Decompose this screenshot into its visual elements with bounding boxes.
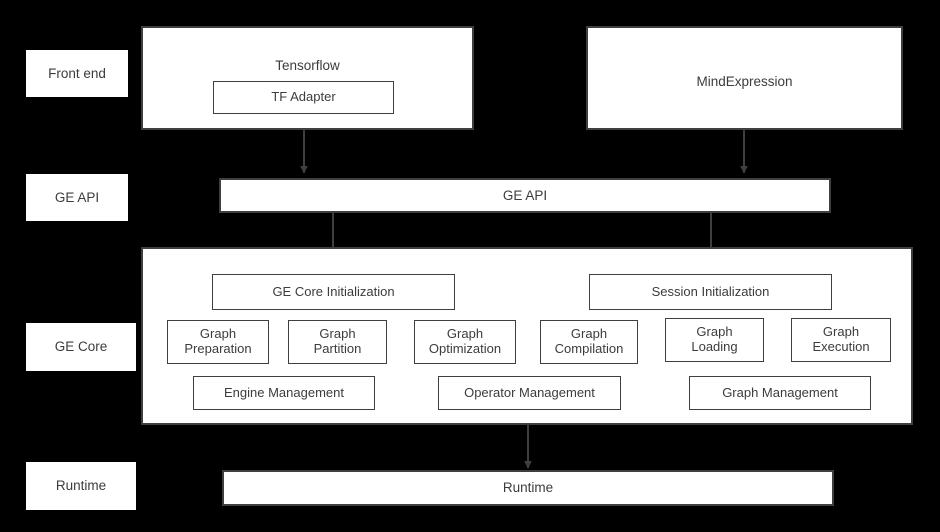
graph-preparation-box[interactable]: Graph Preparation [167,320,269,364]
session-initialization-box[interactable]: Session Initialization [589,274,832,310]
rail-label-ge-core: GE Core [26,323,136,371]
engine-management-box[interactable]: Engine Management [193,376,375,410]
runtime-bar[interactable]: Runtime [222,470,834,506]
graph-loading-box[interactable]: Graph Loading [665,318,764,362]
ge-api-bar[interactable]: GE API [219,178,831,213]
operator-management-box[interactable]: Operator Management [438,376,621,410]
rail-label-ge-api: GE API [26,174,128,221]
tensorflow-title: Tensorflow [275,58,340,73]
graph-compilation-box[interactable]: Graph Compilation [540,320,638,364]
ge-core-initialization-box[interactable]: GE Core Initialization [212,274,455,310]
mindexpression-container[interactable]: MindExpression [586,26,903,130]
graph-optimization-box[interactable]: Graph Optimization [414,320,516,364]
tf-adapter-box[interactable]: TF Adapter [213,81,394,114]
rail-label-runtime: Runtime [26,462,136,510]
rail-label-front-end: Front end [26,50,128,97]
graph-management-box[interactable]: Graph Management [689,376,871,410]
tensorflow-container[interactable]: Tensorflow [141,26,474,130]
graph-partition-box[interactable]: Graph Partition [288,320,387,364]
mindexpression-title: MindExpression [696,74,793,89]
graph-execution-box[interactable]: Graph Execution [791,318,891,362]
